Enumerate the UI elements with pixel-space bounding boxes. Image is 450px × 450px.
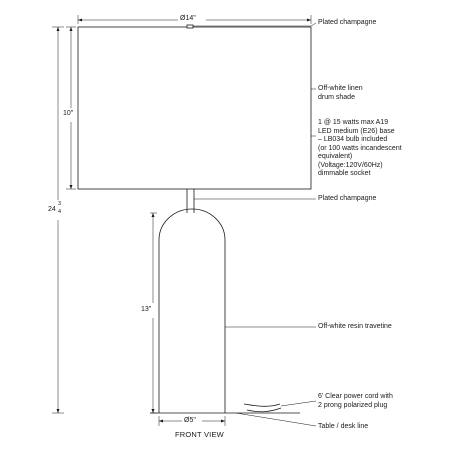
callout-table: Table / desk line [318,423,369,430]
dim-base-height: 13" [141,306,152,313]
callout-shade: Off-white linen drum shade [318,85,363,101]
dim-base-diameter: Ø5" [184,417,196,424]
dim-shade-height: 10" [63,110,74,117]
dim-overall-height-den: 4 [58,209,62,215]
callout-base: Off-white resin travetine [318,323,392,330]
finial [186,24,194,29]
view-label: FRONT VIEW [175,430,224,439]
dim-shade-diameter: Ø14" [180,15,196,22]
callout-finial: Plated champagne [318,19,377,26]
lamp-base-body [158,208,226,413]
callout-neck: Plated champagne [318,195,377,202]
dim-overall-height-num: 3 [58,201,62,207]
lamp-shade [77,26,312,190]
dim-overall-height: 24 3 4 [48,201,70,218]
callout-bulb: 1 @ 15 watts max A19 LED medium (E26) ba… [318,119,402,177]
callout-cord: 6' Clear power cord with 2 prong polariz… [318,393,393,409]
power-cord-2 [246,407,282,413]
dim-overall-height-whole: 24 [48,206,56,213]
power-cord [243,403,281,407]
